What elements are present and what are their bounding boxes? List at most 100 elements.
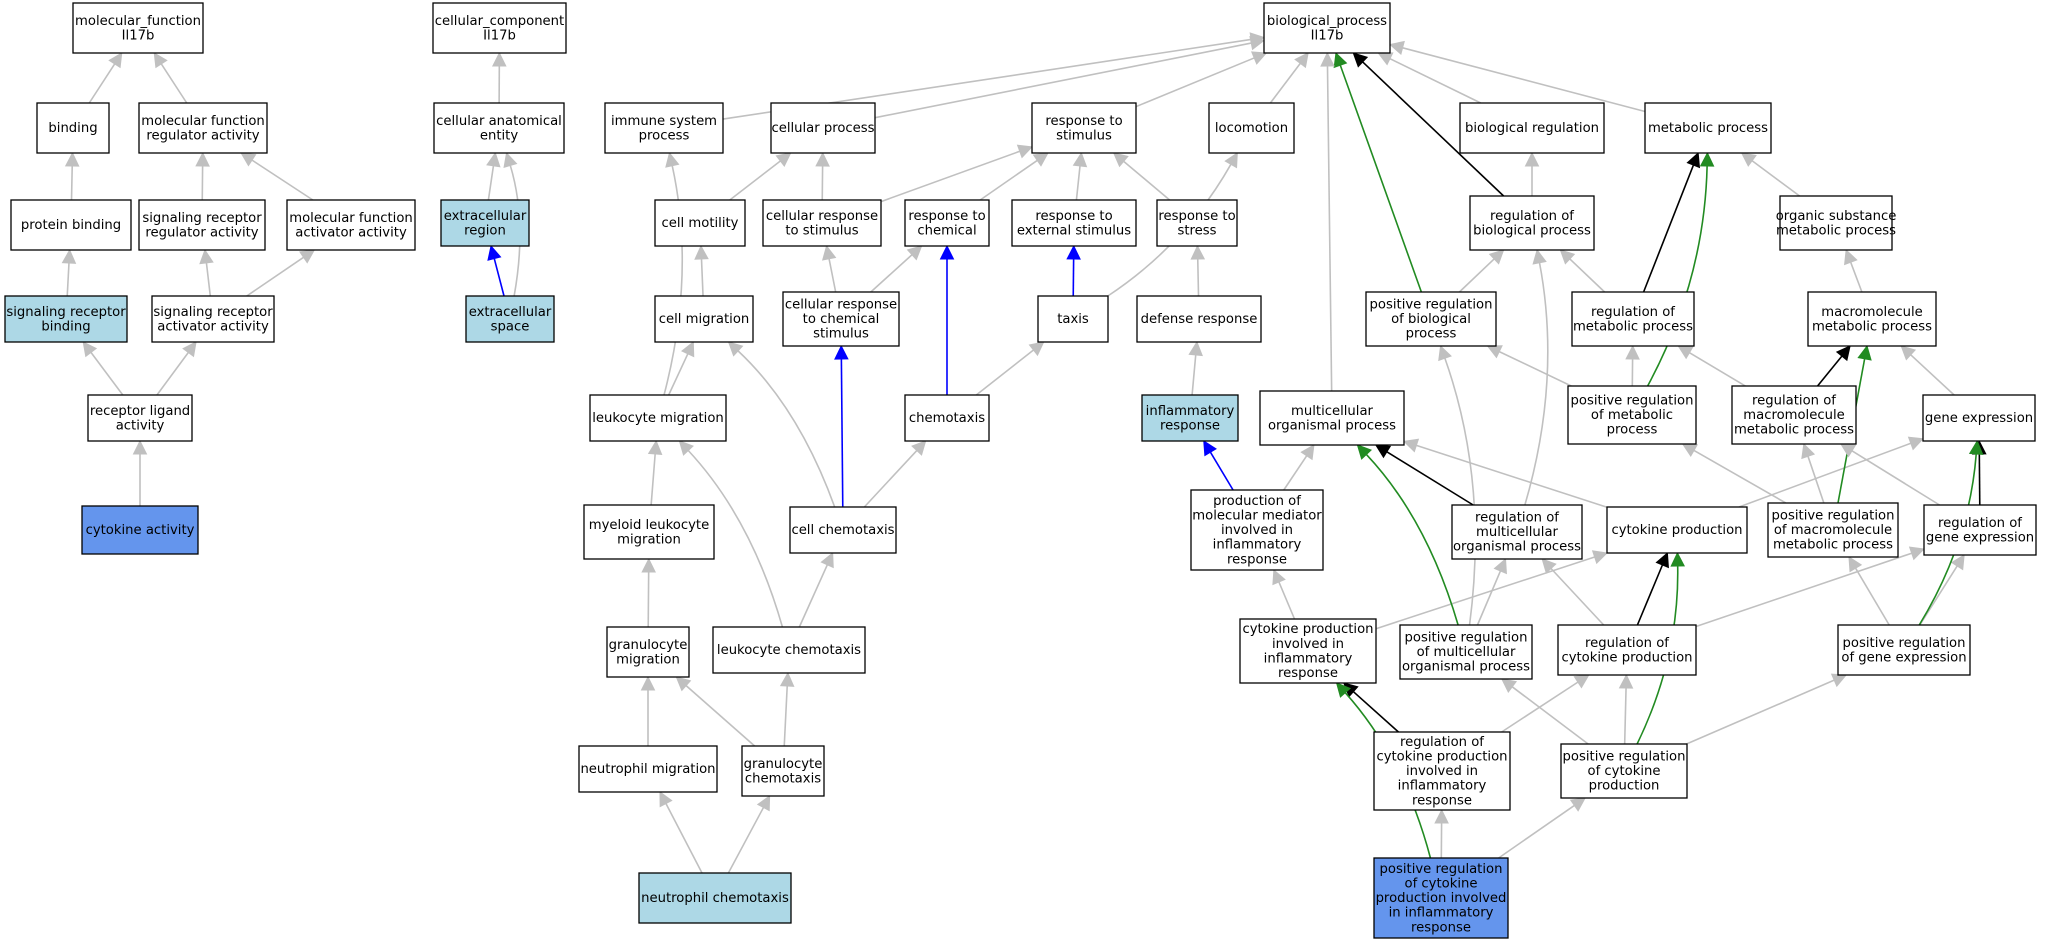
edge-resp-chem-to-resp-stim [979,152,1049,201]
edge-reg-gene-to-reg-macro [1839,443,1940,506]
node-box [10,199,132,251]
node-label-line: involved in [1272,637,1344,652]
edge-arrowhead [195,151,210,167]
edge-arrowhead [694,244,709,260]
edge-line [88,63,116,104]
edge-line [90,351,124,396]
node-box [606,626,690,678]
node-chemotaxis: chemotaxis [904,394,990,442]
node-box [1767,502,1899,558]
node-box [1469,195,1595,251]
node-box [4,295,128,343]
edge-arrowhead [1591,550,1609,565]
edge-arrowhead [1907,436,1925,451]
edge-arrowhead [1559,249,1576,265]
edge-line [783,685,789,747]
node-box [1208,102,1295,154]
edge-reg-multi-to-reg-bio [1524,248,1549,506]
node-label-line: involved in [1221,523,1293,538]
edge-arrowhead [1677,345,1694,360]
node-box [1399,624,1533,680]
node-label-line: regulation of [1591,305,1675,320]
edge-layer [61,32,1987,874]
edge-defense-to-resp-stress [1190,244,1206,297]
edge-leuk-mig-to-immune [663,151,684,396]
node-box [604,102,724,154]
edge-arrowhead [240,152,257,167]
node-box [36,102,110,154]
node-label-line: to stimulus [785,223,858,238]
node-locomotion: locomotion [1208,102,1295,154]
edge-arrowhead [1402,438,1420,453]
node-label-line: of macromolecule [1774,523,1892,538]
edge-reg-met-to-reg-bio [1559,249,1606,293]
node-box [904,199,990,247]
edge-sig-rec-binding-to-protein-binding [61,248,77,297]
node-label-line: response to [908,209,985,224]
node-label-line: molecular function [289,211,413,226]
edge-line [1196,258,1200,297]
node-label-line: response to [1035,209,1112,224]
node-label-line: space [491,319,530,334]
node-label-line: neutrophil chemotaxis [641,891,789,906]
node-label-line: gene expression [1925,411,2033,426]
node-label-line: regulator activity [145,225,258,240]
edge-line [1326,65,1333,392]
node-label-line: molecular_function [75,14,201,29]
edge-line [667,353,689,396]
edge-reg-cyto-to-reg-gene [1695,546,1926,628]
node-cyto-prod: cytokine production [1606,506,1748,554]
edge-reg-cyto-to-reg-multi [1541,558,1605,626]
node-bio-reg: biological regulation [1459,102,1605,154]
edge-line [1362,61,1505,197]
node-box [1365,291,1497,347]
edge-multicell-to-bp-root [1320,51,1335,392]
edge-line [1283,455,1308,491]
edge-arrowhead [1190,244,1206,260]
edge-line [487,165,495,201]
node-label-line: response to [1158,209,1235,224]
edge-line [1352,691,1399,733]
node-label-line: entity [480,128,518,143]
edge-line [1569,258,1606,293]
edge-arrowhead [659,791,673,808]
edge-arrowhead [1356,444,1373,460]
node-label-line: positive regulation [1843,636,1966,651]
edge-arrowhead [503,151,518,169]
edge-leuk-mig-to-cell-migration [667,340,695,396]
edge-line [1135,57,1255,108]
edge-reg-multi-to-multicell [1374,444,1474,506]
edge-cell-resp-stim-to-resp-stim [880,144,1034,203]
node-box [138,199,266,251]
node-label-line: organic substance [1776,209,1897,224]
edge-neut-mig-to-gran-mig [640,675,656,746]
edge-line [1524,262,1549,506]
node-label-line: cytokine production [1242,622,1373,637]
edge-line [880,150,1021,203]
edge-reg-macro-to-reg-met [1677,345,1746,387]
node-label-line: involved in [1406,764,1478,779]
node-label-line: positive regulation [1405,630,1528,645]
node-label-line: granulocyte [609,638,688,653]
node-box [654,295,754,343]
edge-line [1550,567,1605,626]
edge-reg-bio-to-bio-reg [1524,151,1540,196]
edge-chemotaxis-to-taxis [975,341,1045,396]
edge-arrowhead [1839,443,1857,458]
edge-arrowhead [1066,244,1081,260]
edge-inflam-to-defense [1188,340,1203,396]
edge-gran-mig-to-myeloid [641,557,656,628]
edge-bio-reg-to-bp-root [1377,52,1482,104]
edge-cell-chemo-to-cell-resp-chem [834,344,849,508]
node-box [583,504,715,560]
edge-line [663,165,684,396]
node-taxis: taxis [1037,295,1109,343]
node-label-line: production involved [1376,891,1507,906]
